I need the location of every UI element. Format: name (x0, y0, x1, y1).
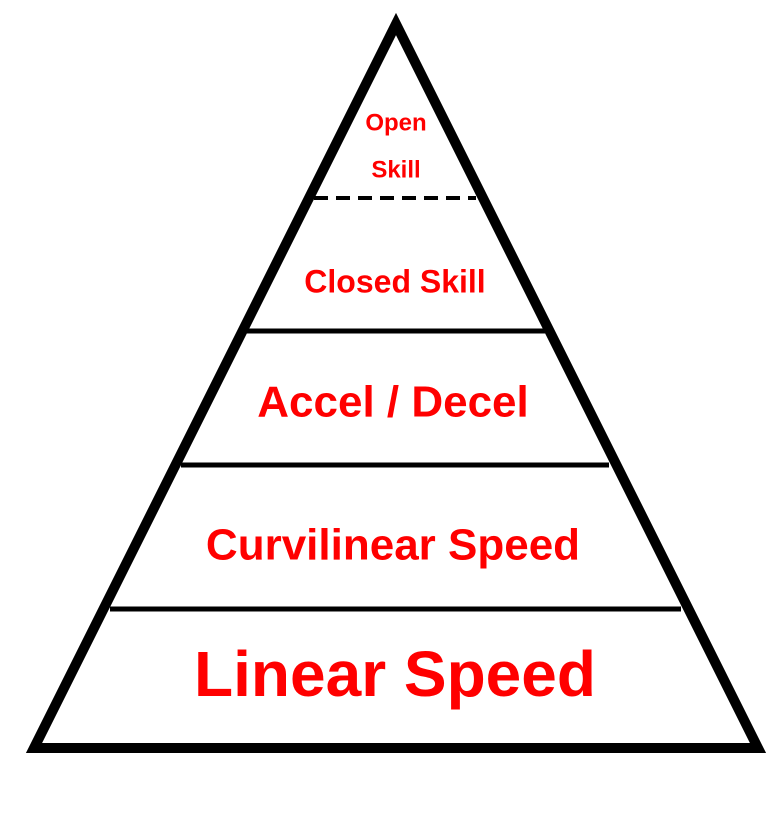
tier-label-open-skill-line1: Open (365, 109, 426, 136)
tier-label-curvilinear-speed: Curvilinear Speed (206, 521, 580, 570)
tier-label-closed-skill: Closed Skill (304, 263, 485, 299)
tier-label-accel-decel: Accel / Decel (257, 378, 529, 427)
tier-label-linear-speed: Linear Speed (194, 638, 596, 710)
pyramid-outline (25, 12, 767, 753)
tier-label-open-skill-line2: Skill (371, 156, 420, 183)
